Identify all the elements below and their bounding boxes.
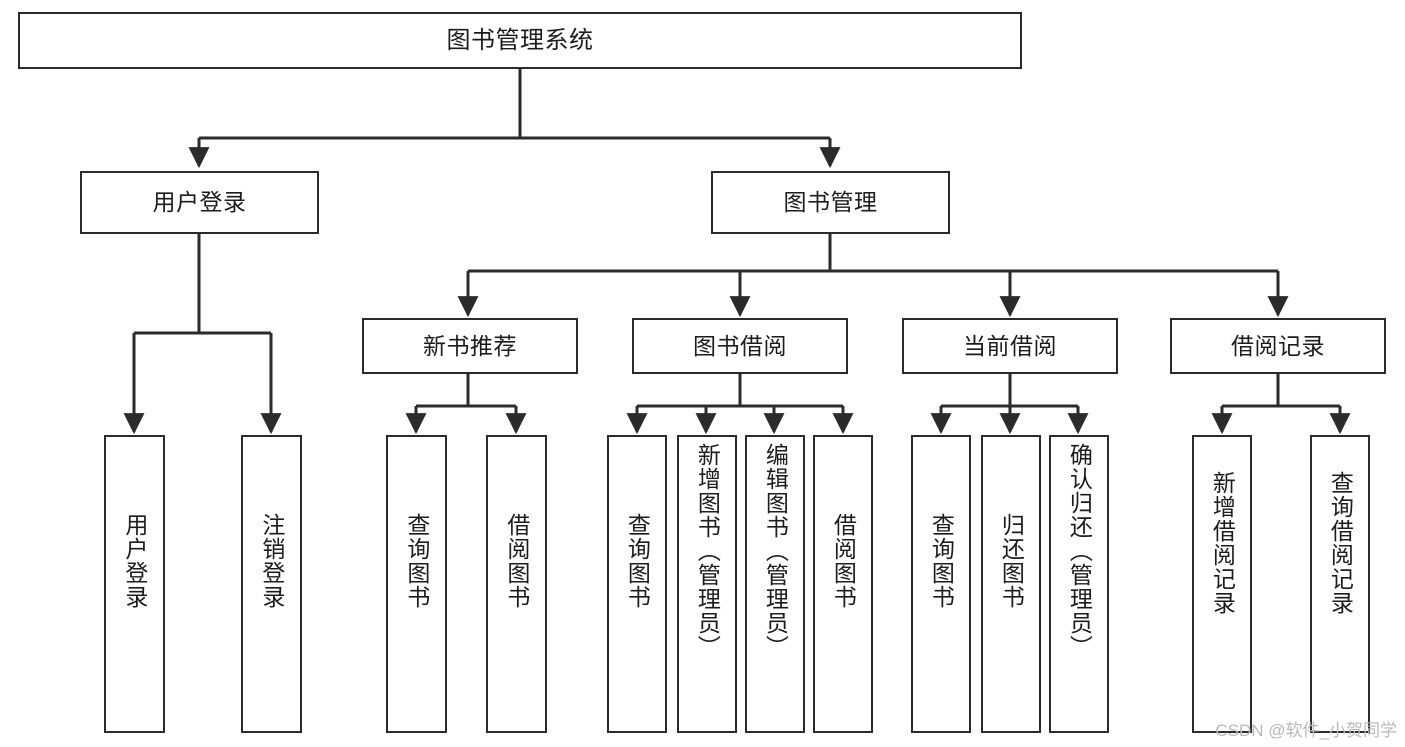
node-borrow-record[interactable]: 借阅记录	[1170, 318, 1386, 374]
leaf-query-book-1-label: 查询图书	[403, 513, 430, 609]
leaf-logout-login[interactable]: 注销登录	[241, 435, 302, 733]
node-book-borrow-label: 图书借阅	[693, 332, 787, 359]
leaf-query-book-1[interactable]: 查询图书	[386, 435, 447, 733]
node-user-login-label: 用户登录	[152, 189, 247, 216]
leaf-return-book-label: 归还图书	[998, 513, 1025, 609]
leaf-edit-book-label: 编辑图书（管理员）	[762, 443, 789, 659]
leaf-add-record-label: 新增借阅记录	[1209, 471, 1236, 615]
leaf-user-login-label: 用户登录	[121, 513, 148, 609]
leaf-confirm-return-label: 确认归还（管理员）	[1066, 443, 1093, 659]
node-user-login[interactable]: 用户登录	[80, 171, 319, 234]
leaf-add-book[interactable]: 新增图书（管理员）	[677, 435, 737, 733]
leaf-query-record[interactable]: 查询借阅记录	[1310, 435, 1370, 733]
leaf-query-book-2-label: 查询图书	[624, 513, 651, 609]
leaf-query-record-label: 查询借阅记录	[1327, 471, 1354, 615]
leaf-edit-book[interactable]: 编辑图书（管理员）	[745, 435, 805, 733]
node-new-book-recommend-label: 新书推荐	[423, 332, 517, 359]
node-root[interactable]: 图书管理系统	[18, 12, 1022, 69]
leaf-query-book-3[interactable]: 查询图书	[911, 435, 971, 733]
node-book-manage-label: 图书管理	[783, 189, 878, 216]
leaf-borrow-book-2-label: 借阅图书	[830, 513, 857, 609]
leaf-borrow-book-1[interactable]: 借阅图书	[486, 435, 547, 733]
node-root-label: 图书管理系统	[446, 26, 594, 54]
watermark-text: CSDN @软件_小贺同学	[1215, 721, 1397, 740]
leaf-borrow-book-2[interactable]: 借阅图书	[813, 435, 873, 733]
leaf-add-record[interactable]: 新增借阅记录	[1192, 435, 1252, 733]
node-current-borrow-label: 当前借阅	[963, 332, 1057, 359]
leaf-borrow-book-1-label: 借阅图书	[503, 513, 530, 609]
node-book-borrow[interactable]: 图书借阅	[632, 318, 848, 374]
leaf-logout-login-label: 注销登录	[258, 513, 285, 609]
node-book-manage[interactable]: 图书管理	[711, 171, 950, 234]
leaf-return-book[interactable]: 归还图书	[981, 435, 1041, 733]
node-borrow-record-label: 借阅记录	[1231, 332, 1325, 359]
leaf-query-book-3-label: 查询图书	[928, 513, 955, 609]
node-new-book-recommend[interactable]: 新书推荐	[362, 318, 578, 374]
leaf-user-login[interactable]: 用户登录	[104, 435, 165, 733]
leaf-query-book-2[interactable]: 查询图书	[607, 435, 667, 733]
leaf-add-book-label: 新增图书（管理员）	[694, 443, 721, 659]
node-current-borrow[interactable]: 当前借阅	[902, 318, 1118, 374]
leaf-confirm-return[interactable]: 确认归还（管理员）	[1049, 435, 1109, 733]
